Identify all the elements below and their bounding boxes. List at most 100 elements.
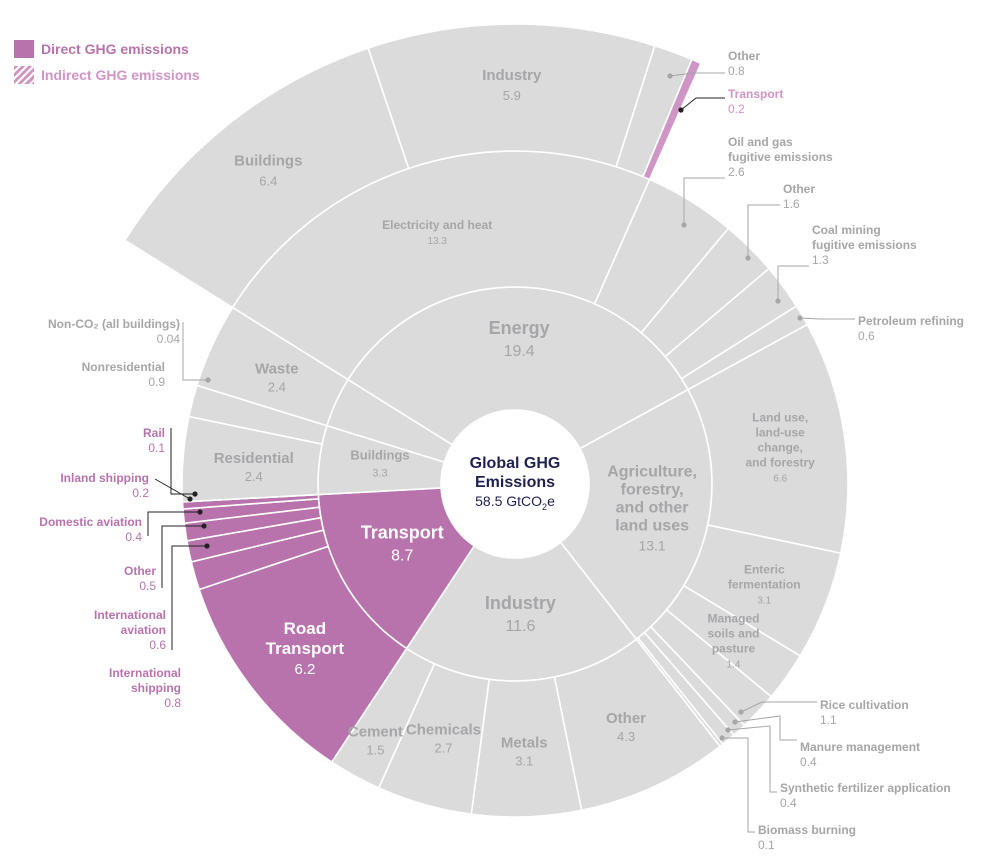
- annotation-label: Rice cultivation: [820, 698, 909, 712]
- center-hole: [443, 412, 587, 556]
- leader-dot: [201, 523, 207, 529]
- leader-dot: [725, 727, 731, 733]
- leader-dot: [738, 709, 744, 715]
- leader-line: [777, 265, 809, 301]
- annotation-value: 0.6: [858, 329, 875, 343]
- annotation-label: Biomass burning: [758, 823, 856, 837]
- leader-line: [171, 545, 207, 650]
- center-title: Emissions: [475, 474, 555, 491]
- middle-value: 6.6: [773, 473, 787, 484]
- center-total: 58.5 GtCO2e: [475, 493, 555, 512]
- inner-label: forestry,: [621, 481, 684, 498]
- leader-line: [683, 177, 725, 225]
- annotation-label: Non-CO₂ (all buildings): [48, 317, 180, 331]
- leader-line: [740, 701, 817, 713]
- inner-value: 8.7: [391, 548, 413, 565]
- leader-dot: [187, 496, 193, 502]
- middle-label: Enteric: [744, 562, 785, 576]
- middle-label: Metals: [501, 734, 548, 751]
- annotation-label: Rail: [143, 426, 165, 440]
- middle-label: Chemicals: [406, 722, 481, 739]
- legend-swatch-direct: [14, 40, 34, 58]
- annotation-label: Manure management: [800, 740, 920, 754]
- annotation-label: Other: [728, 49, 760, 63]
- leader-dot: [204, 543, 210, 549]
- middle-label: pasture: [712, 642, 756, 656]
- middle-value: 3.1: [515, 753, 533, 768]
- middle-label: change,: [758, 440, 803, 454]
- legend-label-indirect: Indirect GHG emissions: [41, 67, 200, 83]
- leader-line: [154, 478, 191, 500]
- middle-value: 1.5: [366, 743, 384, 758]
- leader-dot: [775, 298, 781, 304]
- middle-label: Land use,: [752, 410, 808, 424]
- inner-label: and other: [616, 499, 689, 516]
- inner-label: land uses: [615, 517, 689, 534]
- middle-label: Residential: [214, 450, 294, 467]
- outer-wedge: [642, 58, 703, 181]
- annotation-label: Other: [124, 564, 156, 578]
- legend-swatch-indirect: [14, 66, 34, 84]
- annotation-value: 0.1: [758, 838, 775, 852]
- annotation-label: Other: [783, 182, 815, 196]
- leader-line: [147, 511, 200, 536]
- middle-value: 4.3: [617, 729, 635, 744]
- middle-label: Electricity and heat: [382, 218, 492, 232]
- middle-label: Managed: [707, 612, 759, 626]
- middle-label: soils and: [707, 627, 759, 641]
- leader-line: [734, 715, 797, 741]
- leader-dot: [681, 222, 687, 228]
- leader-dot: [732, 719, 738, 725]
- outer-value: 5.9: [503, 88, 521, 103]
- annotation-label: Synthetic fertilizer application: [780, 781, 951, 795]
- annotation-label: aviation: [121, 623, 166, 637]
- annotation-value: 0.4: [800, 755, 817, 769]
- middle-value: 13.3: [427, 236, 447, 247]
- annotation-value: 0.8: [728, 64, 745, 78]
- inner-label: Energy: [489, 318, 550, 338]
- inner-label: Transport: [361, 523, 444, 543]
- leader-line: [680, 97, 725, 111]
- inner-value: 3.3: [372, 468, 387, 480]
- annotation-value: 1.6: [783, 197, 800, 211]
- inner-value: 13.1: [638, 537, 665, 553]
- leader-line: [669, 72, 725, 77]
- annotation-value: 0.1: [148, 441, 165, 455]
- leader-line: [799, 317, 855, 320]
- middle-value: 2.4: [245, 469, 263, 484]
- inner-label: Agriculture,: [607, 463, 697, 480]
- leader-line: [170, 428, 195, 495]
- leader-dot: [667, 73, 673, 79]
- annotation-label: Coal mining: [812, 223, 881, 237]
- annotation-label: fugitive emissions: [728, 150, 833, 164]
- middle-label: Other: [606, 710, 646, 727]
- annotation-value: 0.9: [148, 375, 165, 389]
- leader-dot: [192, 491, 198, 497]
- annotation-label: Domestic aviation: [39, 515, 142, 529]
- leader-dot: [205, 377, 211, 383]
- middle-label: land-use: [756, 425, 806, 439]
- annotation-value: 0.5: [139, 579, 156, 593]
- inner-value: 19.4: [504, 343, 535, 360]
- leader-line: [747, 204, 780, 258]
- legend-item-indirect: Indirect GHG emissions: [14, 62, 200, 88]
- annotation-value: 0.4: [780, 796, 797, 810]
- leader-dot: [719, 735, 725, 741]
- middle-value: 1.4: [727, 660, 741, 671]
- leader-line: [727, 725, 777, 793]
- middle-wedge: [195, 306, 350, 427]
- annotation-value: 0.2: [728, 102, 745, 116]
- outer-label: Buildings: [234, 153, 302, 170]
- leader-dot: [197, 509, 203, 515]
- legend: Direct GHG emissions Indirect GHG emissi…: [14, 36, 200, 88]
- leader-dot: [678, 107, 684, 113]
- leader-line: [722, 737, 755, 833]
- leader-dot: [745, 255, 751, 261]
- legend-item-direct: Direct GHG emissions: [14, 36, 200, 62]
- middle-value: 3.1: [757, 595, 771, 606]
- middle-label: Waste: [255, 360, 299, 377]
- middle-label: Cement: [348, 724, 403, 741]
- legend-label-direct: Direct GHG emissions: [41, 41, 189, 57]
- annotation-value: 2.6: [728, 165, 745, 179]
